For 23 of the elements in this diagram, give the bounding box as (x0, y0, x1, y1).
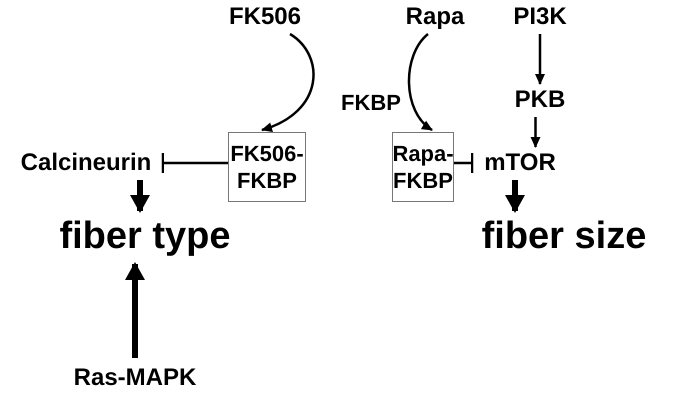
inhibition-line (162, 152, 228, 174)
arrow (130, 180, 150, 213)
arrow (535, 34, 545, 85)
arrow (530, 117, 540, 148)
arrow (261, 33, 315, 132)
outcome-label: fiber type (59, 214, 231, 260)
drug-label: FK506 (228, 2, 302, 32)
inhibition-line (454, 152, 474, 174)
protein-label: mTOR (484, 148, 556, 178)
arrow (125, 262, 145, 358)
complex-label: Rapa- FKBP (392, 140, 454, 194)
protein-label: PKB (514, 85, 566, 115)
arrow (408, 33, 433, 131)
arrow (505, 180, 525, 213)
drug-label: Rapa (406, 2, 464, 32)
complex-label: FK506- FKBP (229, 140, 305, 194)
pathway-label: Ras-MAPK (74, 363, 196, 393)
protein-label: PI3K (513, 2, 567, 32)
protein-label: Calcineurin (20, 148, 152, 178)
complex-box (228, 132, 306, 202)
complex-box (392, 132, 454, 202)
outcome-label: fiber size (482, 214, 646, 260)
protein-label: FKBP (340, 89, 402, 117)
